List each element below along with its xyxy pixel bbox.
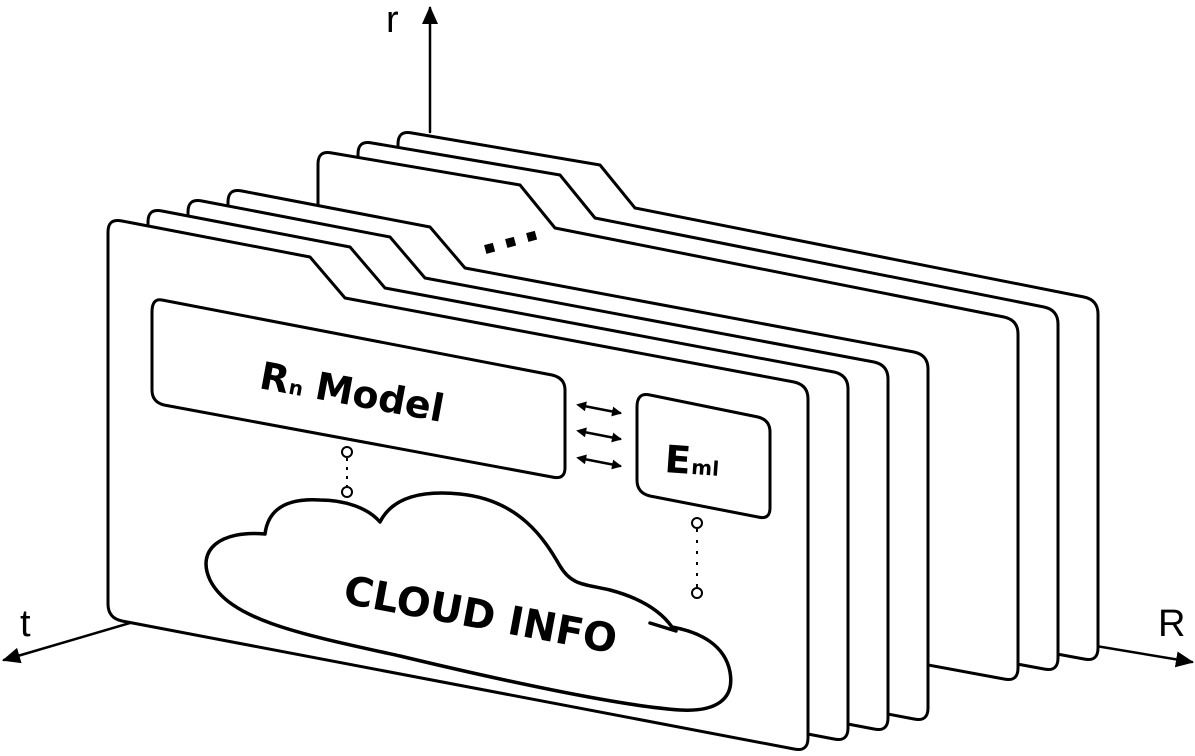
connector-node [691,587,703,599]
axis-t: t [2,603,132,664]
ellipsis-dots [484,230,538,254]
bidirectional-arrows [576,401,622,470]
cloud-shape [204,491,733,712]
ellipsis-dot [526,230,538,242]
model-cloud-connector [341,446,353,498]
connector-node [691,517,703,529]
ellipsis-dot [505,236,517,248]
bidirectional-arrow [576,454,622,470]
e-label-main: E [663,437,692,483]
axis-t-line [2,621,132,664]
model-box [150,298,567,480]
axis-R: R [1088,603,1194,668]
ellipsis-dot [484,242,496,254]
e-cloud-connector [691,517,703,599]
connector-node [341,486,353,498]
e-label-subscript: ml [691,455,720,481]
axis-R-line [1088,643,1194,668]
model-label-subscript: n [287,375,305,401]
connector-node [341,446,353,458]
e-label: Eml [663,437,721,485]
axis-R-label: R [1158,603,1185,645]
bidirectional-arrow [576,427,622,443]
axis-t-label: t [20,603,31,645]
axis-r-label: r [386,0,399,41]
e-box [635,393,772,520]
bidirectional-arrow [576,401,622,417]
axis-r: r [386,0,438,134]
cloud-inner-stroke [648,621,678,633]
